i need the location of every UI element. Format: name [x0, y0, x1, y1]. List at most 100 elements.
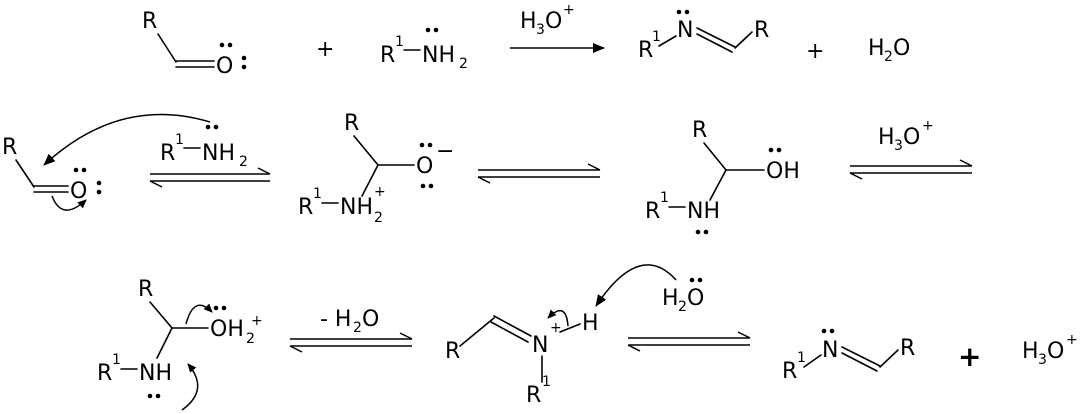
equilibrium-bottom-barb	[627, 344, 641, 352]
equilibrium-bottom-barb	[289, 345, 303, 353]
plus-sign: +	[806, 39, 824, 64]
curved-arrow-nucleophilic-attack	[43, 113, 211, 166]
lone-pair-dot	[703, 229, 709, 235]
lone-pair-dot	[241, 55, 247, 61]
iminium-r1-superscript: 1	[542, 374, 551, 390]
equilibrium-arrow: - H 2 O	[289, 307, 413, 353]
carbinolamine-bond-n	[709, 169, 727, 201]
equilibrium-arrow	[149, 167, 271, 188]
protonated-oh-charge: +	[251, 313, 263, 329]
zwitterion-oxygen-label: O	[416, 154, 433, 179]
zwitterion-oxygen-charge: −	[436, 139, 454, 164]
carbinolamine-r-label: R	[692, 118, 707, 143]
protonated-bond-r	[149, 301, 173, 329]
lone-pair-dot	[697, 277, 703, 283]
acid-catalyst-charge: +	[563, 2, 575, 18]
lone-pair-dot	[420, 183, 426, 189]
lone-pair-dot	[205, 124, 211, 130]
water-base: H 2 O	[662, 277, 704, 315]
aldehyde-oxygen-label: O	[216, 54, 233, 79]
imine-product: R 1 N R	[638, 9, 769, 63]
iminium-r-label: R	[445, 339, 460, 364]
carbinolamine-intermediate: R OH R 1 NH	[645, 118, 800, 235]
lone-pair-dot	[676, 9, 682, 15]
imine-r-label: R	[900, 336, 915, 361]
aldehyde-bond-r	[157, 33, 177, 63]
imine-double-bond-bottom	[841, 352, 878, 372]
imine-double-bond-top	[841, 346, 881, 367]
water-o: O	[893, 36, 910, 61]
mechanism-step-dehydration: R OH 2 + R 1 NH - H 2 O	[97, 264, 1078, 411]
imine-bond-n-r1	[658, 35, 677, 47]
amine-nh-label: NH	[422, 43, 455, 68]
zwitterion-bond-r	[353, 135, 379, 166]
protonated-oh-subscript: 2	[246, 331, 255, 347]
zwitterion-r1-label: R	[298, 195, 313, 220]
lone-pair-dot	[684, 9, 690, 15]
equilibrium-arrow: H 3 O +	[849, 118, 973, 180]
mechanism-step-addition: R O R 1 NH 2	[2, 111, 973, 235]
imine-r1-superscript: 1	[652, 29, 661, 45]
imine-bond-n-r1	[803, 354, 822, 368]
aldehyde-oxygen-label: O	[70, 179, 87, 204]
lone-pair-dot	[227, 42, 233, 48]
equilibrium-bottom-barb	[849, 172, 863, 180]
equilibrium-top-barb	[587, 163, 601, 171]
curved-arrow-nitrogen-push	[181, 363, 199, 411]
acid-catalyst-subscript: 3	[894, 138, 903, 154]
carbinolamine-r1-superscript: 1	[660, 190, 669, 206]
iminium-n-label: N	[532, 333, 548, 358]
hydronium-subscript: 3	[1038, 352, 1047, 368]
lone-pair-dot	[419, 142, 425, 148]
water-loss-label: - H	[320, 307, 351, 332]
lone-pair-dot	[96, 180, 102, 186]
imine-r1-label: R	[638, 38, 653, 63]
lone-pair-dot	[425, 27, 431, 33]
acid-catalyst-o: O	[903, 125, 920, 150]
plus-sign: +	[316, 37, 334, 62]
lone-pair-dot	[213, 124, 219, 130]
lone-pair-dot	[829, 328, 835, 334]
equilibrium-bottom-barb	[477, 176, 491, 184]
imine-n-label: N	[677, 18, 693, 43]
imine-r1-label: R	[782, 359, 797, 384]
imine-r-label: R	[754, 18, 769, 43]
lone-pair-dot	[81, 167, 87, 173]
zwitterion-h-subscript: 2	[374, 210, 383, 226]
lone-pair-dot	[241, 64, 247, 70]
aldehyde: R O	[142, 9, 247, 79]
amine-nucleophile: R 1 NH 2	[43, 113, 248, 170]
equilibrium-arrow	[627, 331, 751, 352]
zwitterion-n-charge: +	[374, 184, 386, 200]
protonated-oh-label: OH	[210, 317, 244, 342]
water-h: H	[868, 36, 885, 61]
lone-pair-dot	[428, 183, 434, 189]
imine-bond-c-r	[879, 349, 899, 368]
iminium-h-label: H	[582, 311, 599, 336]
lone-pair-dot	[219, 42, 225, 48]
water-loss-o: O	[362, 307, 379, 332]
protonated-carbinolamine: R OH 2 + R 1 NH	[97, 277, 263, 411]
carbinolamine-bond-r	[703, 142, 727, 171]
imine-double-bond-top	[696, 27, 736, 48]
lone-pair-dot	[213, 305, 219, 311]
lone-pair-dot	[147, 393, 153, 399]
zwitterion-intermediate: R O − R 1 NH 2 +	[298, 111, 454, 226]
iminium-n-charge: +	[550, 320, 562, 336]
iminium-ion: R N + H R 1	[445, 264, 677, 408]
lone-pair-dot	[768, 147, 774, 153]
curved-arrow-leaving-group	[185, 303, 213, 325]
zwitterion-nh-label: NH	[340, 195, 373, 220]
hydronium-product: H 3 O +	[1022, 332, 1078, 368]
lone-pair-dot	[155, 393, 161, 399]
amine-nh-label: NH	[202, 141, 235, 166]
iminium-double-bond-bottom	[490, 321, 529, 343]
protonated-bond-n	[156, 327, 173, 359]
acid-catalyst-charge: +	[922, 118, 934, 134]
acid-catalyst-h: H	[520, 9, 537, 34]
lone-pair-dot	[695, 229, 701, 235]
protonated-nh-label: NH	[139, 361, 172, 386]
primary-amine: R 1 NH 2	[380, 27, 468, 72]
